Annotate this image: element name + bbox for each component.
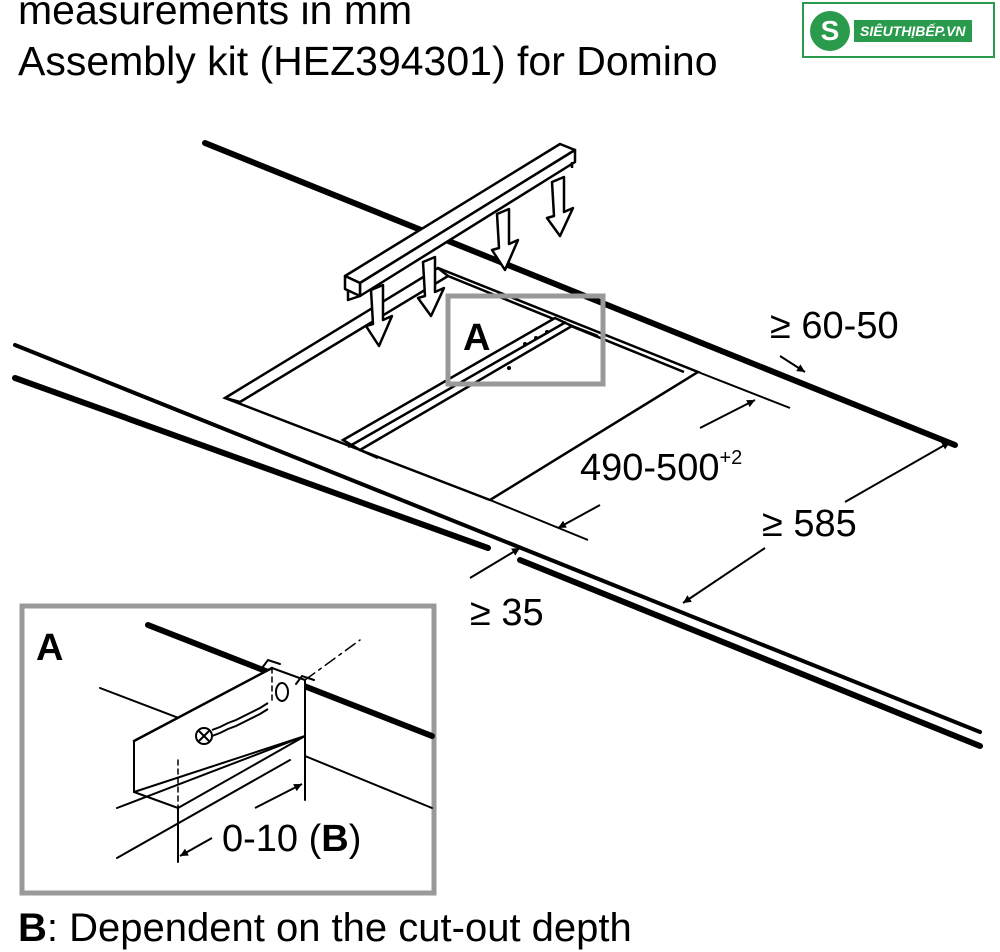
cutout-width-value: 490-500	[580, 447, 719, 489]
dimension-label-front-edge: ≥ 35	[470, 592, 544, 634]
dimension-front-edge	[469, 547, 521, 579]
logo-text: SIÊUTHỊBẾP.VN	[854, 20, 972, 42]
dimension-back-edge	[779, 355, 806, 373]
down-arrow-icon	[364, 175, 575, 348]
cutout-width-tolerance: +2	[719, 447, 742, 469]
gap-ref: B	[321, 818, 348, 860]
detail-a-drawing	[99, 622, 435, 863]
dimension-label-gap: 0-10 (B)	[222, 818, 361, 860]
brand-logo: S SIÊUTHỊBẾP.VN	[802, 2, 995, 58]
title-line-2: Assembly kit (HEZ394301) for Domino	[18, 38, 718, 84]
footnote: B: Dependent on the cut-out depth	[18, 908, 632, 948]
rail-holes	[507, 330, 549, 370]
detail-a-inset-label: A	[36, 627, 63, 669]
gap-value: 0-10 (	[222, 818, 322, 860]
gap-close: )	[349, 818, 362, 860]
screw-icon	[195, 702, 269, 745]
dimension-label-back-edge: ≥ 60-50	[770, 305, 899, 347]
assembly-rail	[343, 142, 577, 302]
dimension-cutout-width	[489, 371, 791, 541]
title-line-1: measurements in mm	[18, 0, 413, 33]
dimension-label-cutout-width: 490-500+2	[580, 447, 742, 489]
dimension-depth	[682, 441, 951, 604]
detail-a-marker-frame	[445, 293, 606, 387]
logo-mark-icon: S	[810, 11, 850, 51]
footnote-key: B	[18, 906, 47, 950]
worktop-front-edge	[12, 343, 983, 749]
footnote-text: : Dependent on the cut-out depth	[46, 906, 632, 950]
dimension-label-depth: ≥ 585	[762, 503, 857, 545]
detail-a-marker-label: A	[463, 317, 490, 359]
dimension-gap	[179, 783, 303, 857]
